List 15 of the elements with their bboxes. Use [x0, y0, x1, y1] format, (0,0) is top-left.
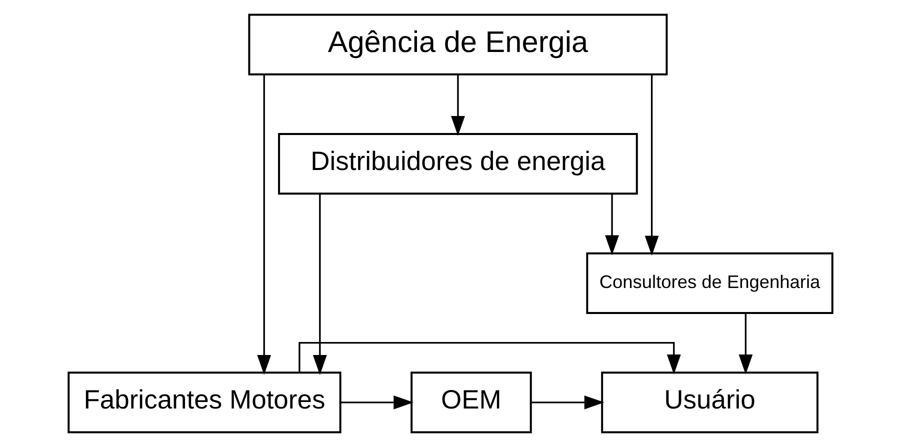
- node-box: Fabricantes Motores: [68, 372, 342, 434]
- node-box: Distribuidores de energia: [278, 133, 638, 195]
- arrow: [257, 74, 272, 375]
- arrow: [340, 395, 414, 410]
- arrow: [298, 342, 681, 374]
- arrow: [605, 194, 619, 256]
- arrow: [450, 74, 465, 136]
- node-box: Usuário: [601, 372, 818, 434]
- arrow: [531, 395, 604, 410]
- node-box: OEM: [410, 372, 532, 434]
- node-box: Agência de Energia: [248, 14, 668, 76]
- arrow: [738, 313, 753, 374]
- arrow: [312, 194, 327, 375]
- arrow: [644, 74, 659, 256]
- node-box: Consultores de Engenharia: [586, 252, 834, 314]
